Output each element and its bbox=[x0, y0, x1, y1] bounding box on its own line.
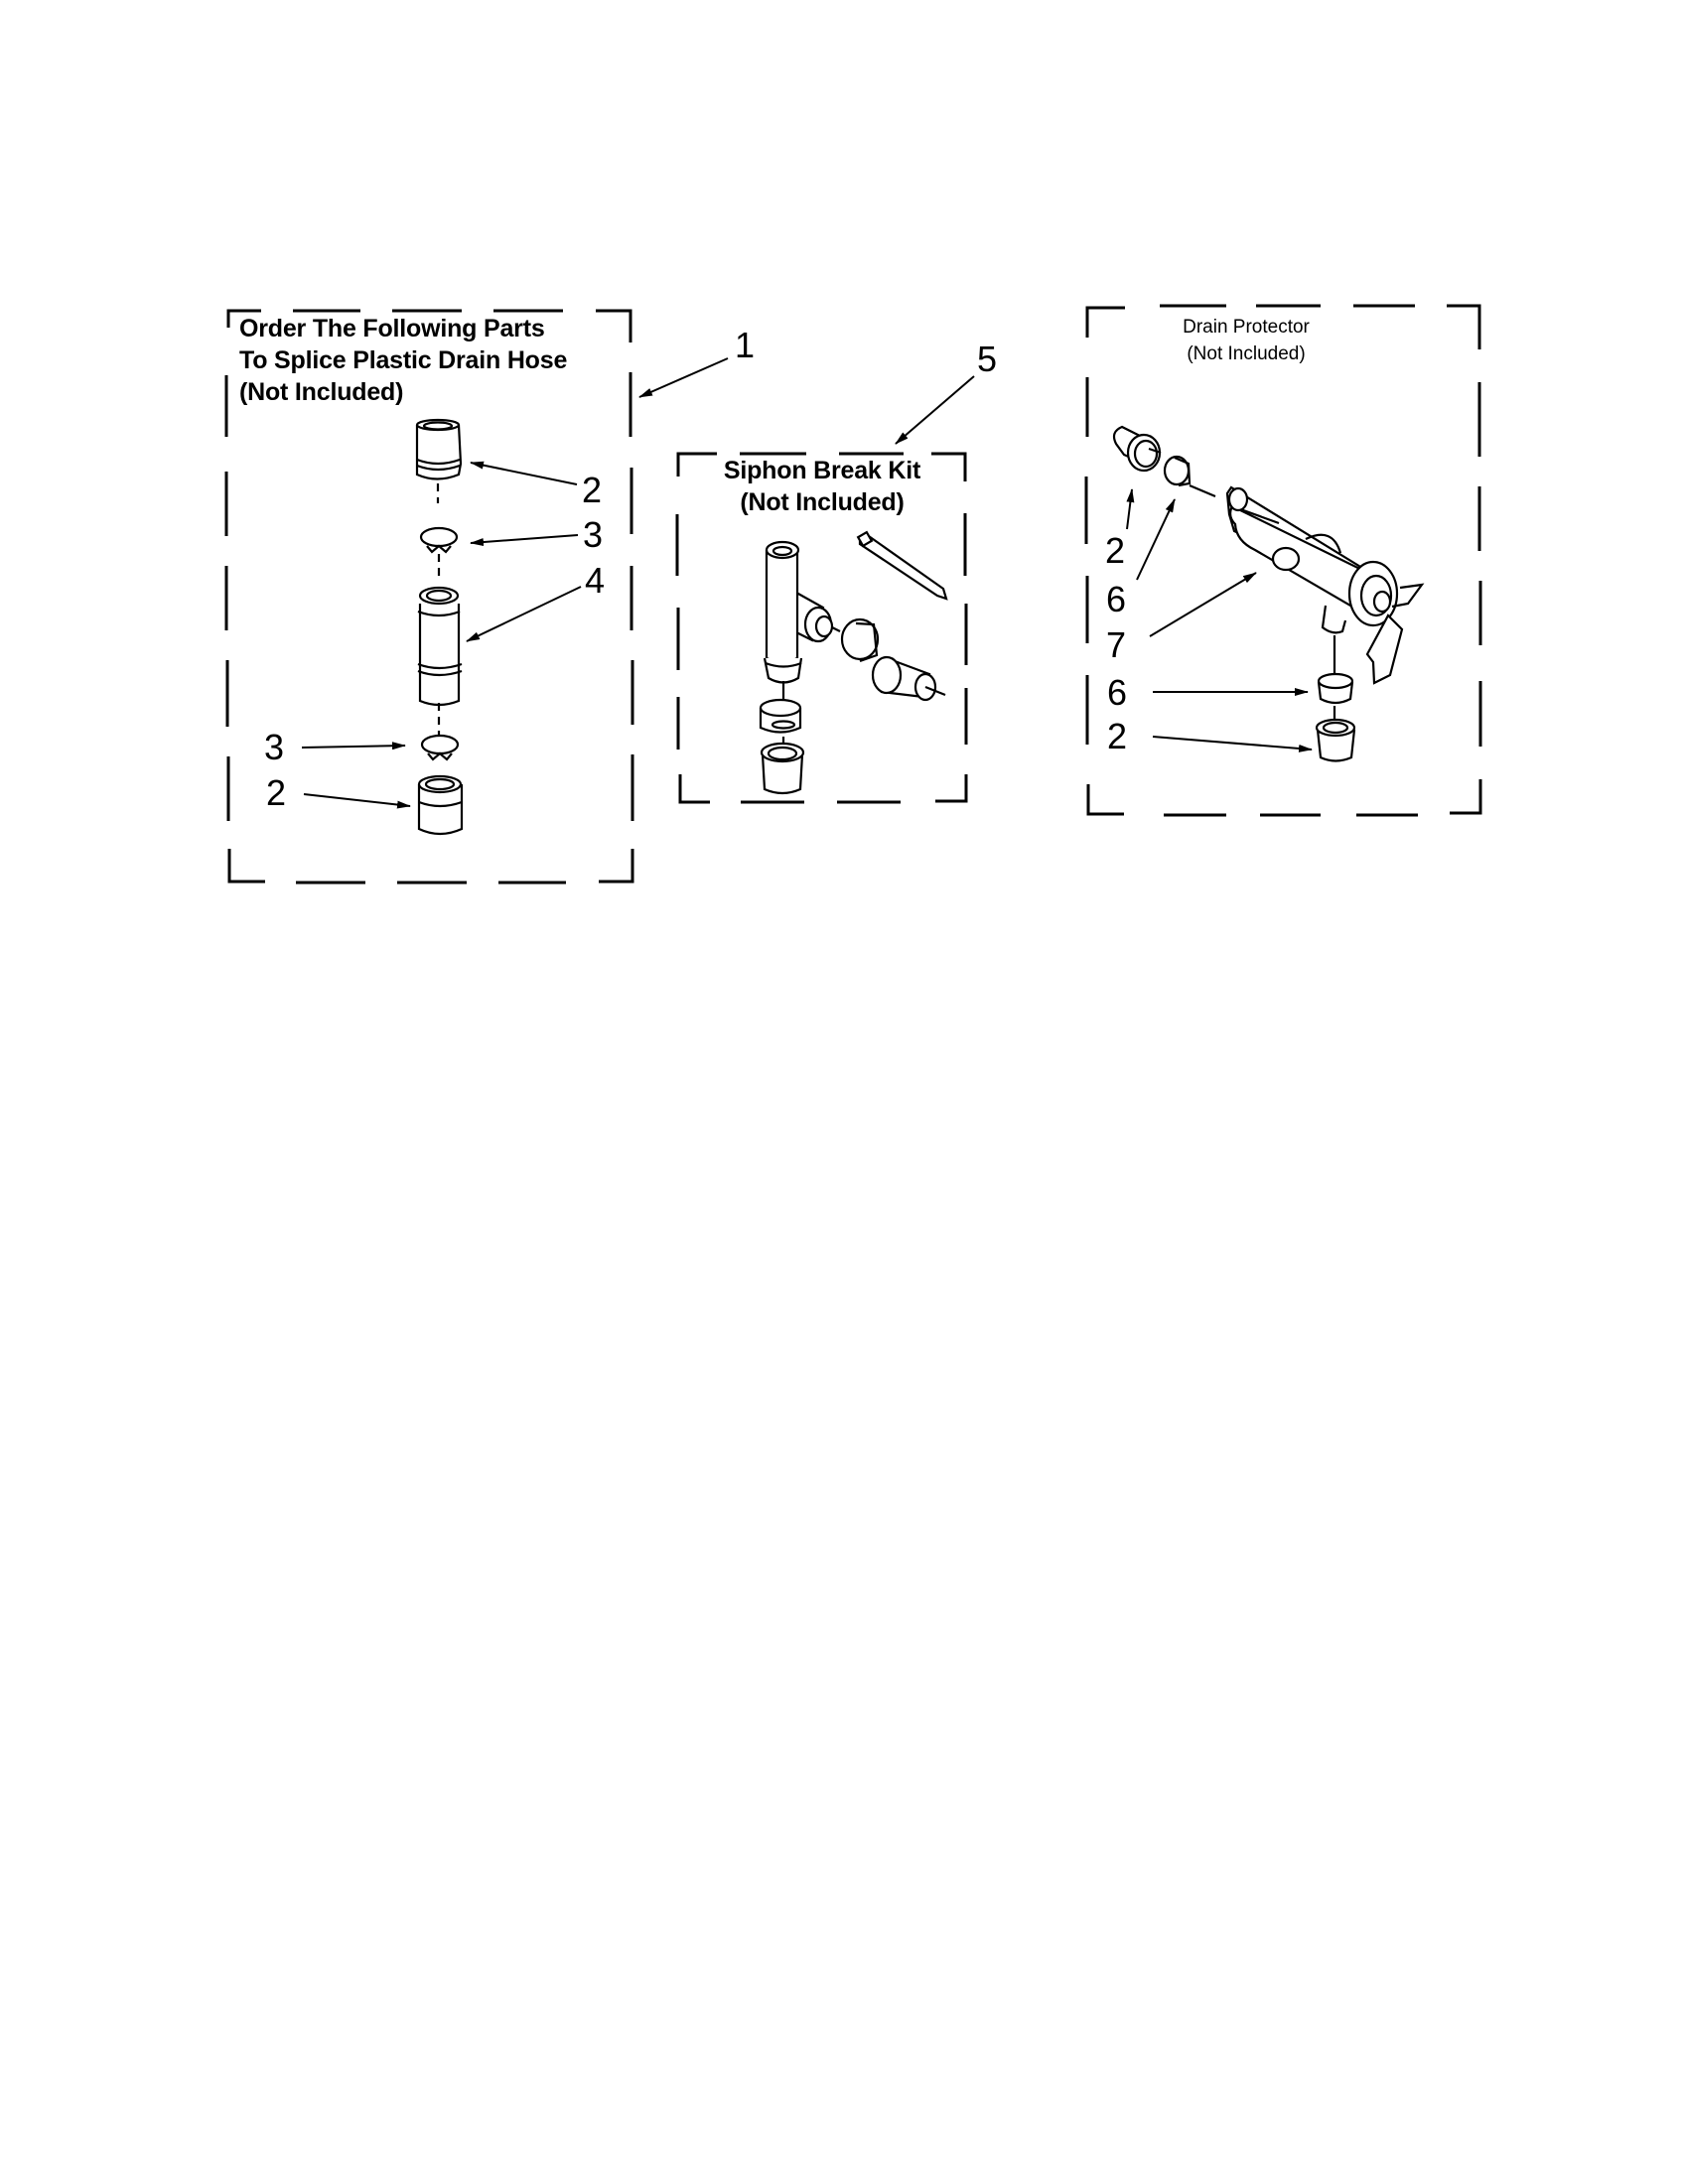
splice-kit-parts bbox=[415, 418, 464, 836]
splice-kit-leaders bbox=[301, 357, 729, 809]
callout-1: 1 bbox=[735, 325, 756, 365]
callout-splice-part-3-top: 3 bbox=[583, 514, 604, 555]
siphon-kit-title-line-1: Siphon Break Kit bbox=[723, 457, 921, 484]
splice-kit-title-line-3: (Not Included) bbox=[239, 378, 404, 406]
siphon-kit-leader bbox=[895, 375, 975, 445]
callout-drain-part-2-bottom: 2 bbox=[1107, 716, 1128, 756]
drain-protector-title-line-1: Drain Protector bbox=[1183, 317, 1310, 338]
splice-kit-title-line-2: To Splice Plastic Drain Hose bbox=[239, 346, 568, 374]
callout-splice-part-3-bottom: 3 bbox=[264, 727, 285, 767]
callout-splice-part-2-top: 2 bbox=[582, 470, 603, 510]
callout-drain-part-2-top: 2 bbox=[1105, 530, 1126, 571]
drain-protector-leaders bbox=[1126, 488, 1313, 752]
drain-protector-title-line-2: (Not Included) bbox=[1187, 343, 1306, 364]
splice-kit-title-line-1: Order The Following Parts bbox=[239, 315, 545, 342]
drain-protector-box bbox=[1084, 304, 1482, 817]
callout-drain-part-6-bottom: 6 bbox=[1107, 672, 1128, 713]
drain-protector-parts bbox=[1112, 425, 1425, 762]
callout-splice-part-4: 4 bbox=[585, 560, 606, 601]
splice-kit-box bbox=[224, 309, 634, 885]
callout-drain-part-6-top: 6 bbox=[1106, 579, 1127, 619]
siphon-kit-box bbox=[675, 452, 968, 804]
siphon-kit-title-line-2: (Not Included) bbox=[740, 488, 905, 516]
callout-splice-part-2-bottom: 2 bbox=[266, 772, 287, 813]
callout-drain-part-7: 7 bbox=[1106, 624, 1127, 665]
siphon-kit-parts bbox=[759, 530, 948, 795]
callout-5: 5 bbox=[977, 339, 998, 379]
